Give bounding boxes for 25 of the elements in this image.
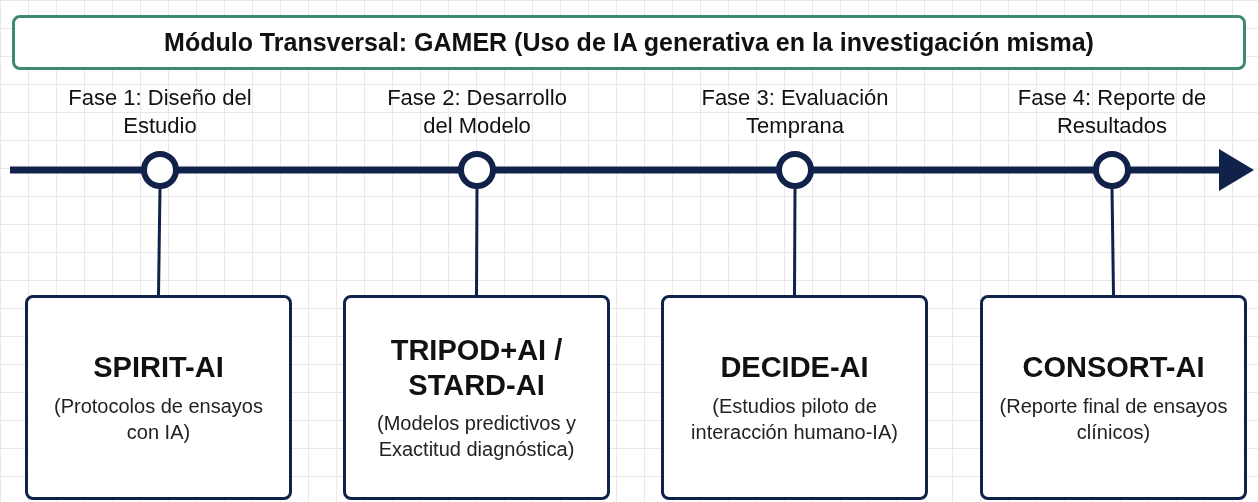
phase-label: Fase 4: Reporte de Resultados — [1016, 84, 1208, 139]
connector-line — [793, 188, 797, 295]
connector-line — [157, 187, 162, 296]
connector-line — [475, 188, 479, 295]
title-banner: Módulo Transversal: GAMER (Uso de IA generativa en la investigación misma) — [12, 15, 1246, 70]
card-heading: SPIRIT-AI — [93, 350, 224, 385]
phase-label: Fase 1: Diseño del Estudio — [67, 84, 253, 139]
card-description: (Reporte final de ensayos clínicos) — [998, 393, 1229, 445]
card-heading: CONSORT-AI — [1022, 350, 1205, 385]
timeline-marker — [141, 151, 179, 189]
guideline-card — [343, 295, 610, 500]
timeline-marker — [776, 151, 814, 189]
card-description: (Estudios piloto de interacción humano-IA) — [690, 393, 899, 445]
timeline-marker — [458, 151, 496, 189]
phase-label: Fase 2: Desarrollo del Modelo — [386, 84, 568, 139]
guideline-card — [25, 295, 292, 500]
phase-label: Fase 3: Evaluación Temprana — [700, 84, 890, 139]
guideline-card — [661, 295, 928, 500]
card-description: (Protocolos de ensayos con IA) — [53, 393, 264, 445]
connector-line — [1110, 187, 1115, 296]
card-heading: DECIDE-AI — [720, 350, 869, 385]
timeline-marker — [1093, 151, 1131, 189]
card-description: (Modelos predictivos y Exactitud diagnóstica) — [376, 411, 577, 463]
guideline-card — [980, 295, 1247, 500]
card-heading: TRIPOD+AI / STARD-AI — [389, 332, 564, 403]
